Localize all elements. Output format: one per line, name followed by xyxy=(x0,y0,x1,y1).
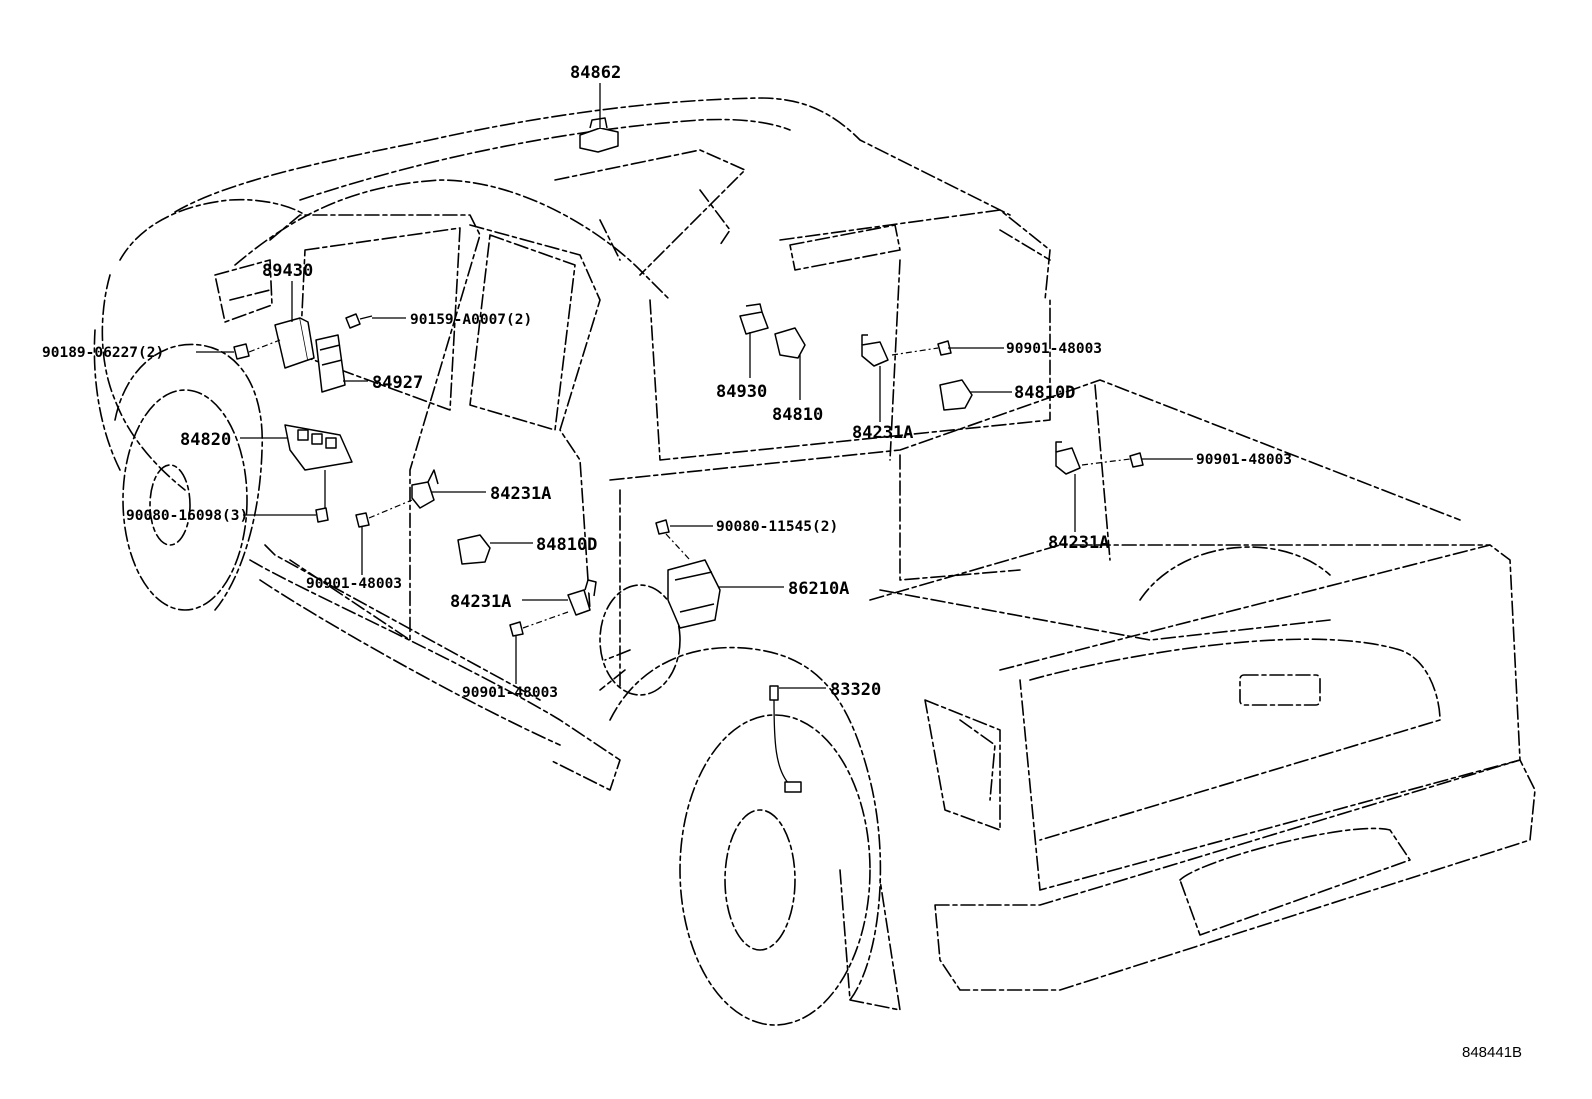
callout-84231a-left: 84231A xyxy=(490,484,551,504)
callout-90080-16098: 90080-16098(3) xyxy=(126,508,248,524)
callout-90159-a0007: 90159-A0007(2) xyxy=(410,312,532,328)
truck-outline xyxy=(93,97,1536,1026)
part-84820-window-switch xyxy=(284,424,353,471)
callout-89430: 89430 xyxy=(262,261,313,281)
part-84927-switch xyxy=(315,334,346,393)
bolt-90159 xyxy=(345,313,373,329)
part-84810d-right-switch xyxy=(939,379,973,411)
screw-90080-11545 xyxy=(655,519,670,535)
callout-90901-48003-a: 90901-48003 xyxy=(306,576,402,592)
part-84810-switch xyxy=(774,327,806,359)
callout-84930: 84930 xyxy=(716,382,767,402)
callout-84810d-left: 84810D xyxy=(536,535,597,555)
callout-84231a-rear: 84231A xyxy=(852,423,913,443)
part-89430-module xyxy=(274,317,315,369)
part-84231a-right-switch xyxy=(1055,441,1081,475)
part-86210a-ecu xyxy=(667,559,721,629)
callout-84231a-right: 84231A xyxy=(1048,533,1109,553)
callout-90901-48003-b: 90901-48003 xyxy=(462,685,558,701)
part-84930-switch xyxy=(739,303,769,335)
screw-90080-16098 xyxy=(315,507,329,523)
callout-90189-06227: 90189-06227(2) xyxy=(42,345,164,361)
callout-84810d-right: 84810D xyxy=(1014,383,1075,403)
screw-90901-d xyxy=(1129,452,1144,468)
part-84862-sensor xyxy=(579,117,619,153)
callout-90080-11545: 90080-11545(2) xyxy=(716,519,838,535)
part-84231a-mid-switch xyxy=(567,579,597,616)
callout-86210a: 86210A xyxy=(788,579,849,599)
callout-84862: 84862 xyxy=(570,63,621,83)
part-84810d-left-switch xyxy=(457,534,491,565)
callout-83320: 83320 xyxy=(830,680,881,700)
part-83320-sensor xyxy=(769,685,802,793)
screw-90901-b xyxy=(509,621,524,637)
callout-90901-48003-d: 90901-48003 xyxy=(1196,452,1292,468)
bolt-90189 xyxy=(233,343,250,360)
part-84231a-rear-switch xyxy=(861,334,889,367)
callout-84820: 84820 xyxy=(180,430,231,450)
callout-90901-48003-c: 90901-48003 xyxy=(1006,341,1102,357)
callout-84927: 84927 xyxy=(372,373,423,393)
screw-90901-a xyxy=(355,512,370,528)
reference-code: 848441B xyxy=(1462,1044,1522,1061)
callout-84231a-mid: 84231A xyxy=(450,592,511,612)
callout-84810: 84810 xyxy=(772,405,823,425)
part-84231a-left-switch xyxy=(411,469,439,509)
screw-90901-c xyxy=(937,340,952,356)
callout-labels: 84862 89430 90159-A0007(2) 90189-06227(2… xyxy=(42,63,1522,1061)
leader-lines xyxy=(196,83,1193,689)
